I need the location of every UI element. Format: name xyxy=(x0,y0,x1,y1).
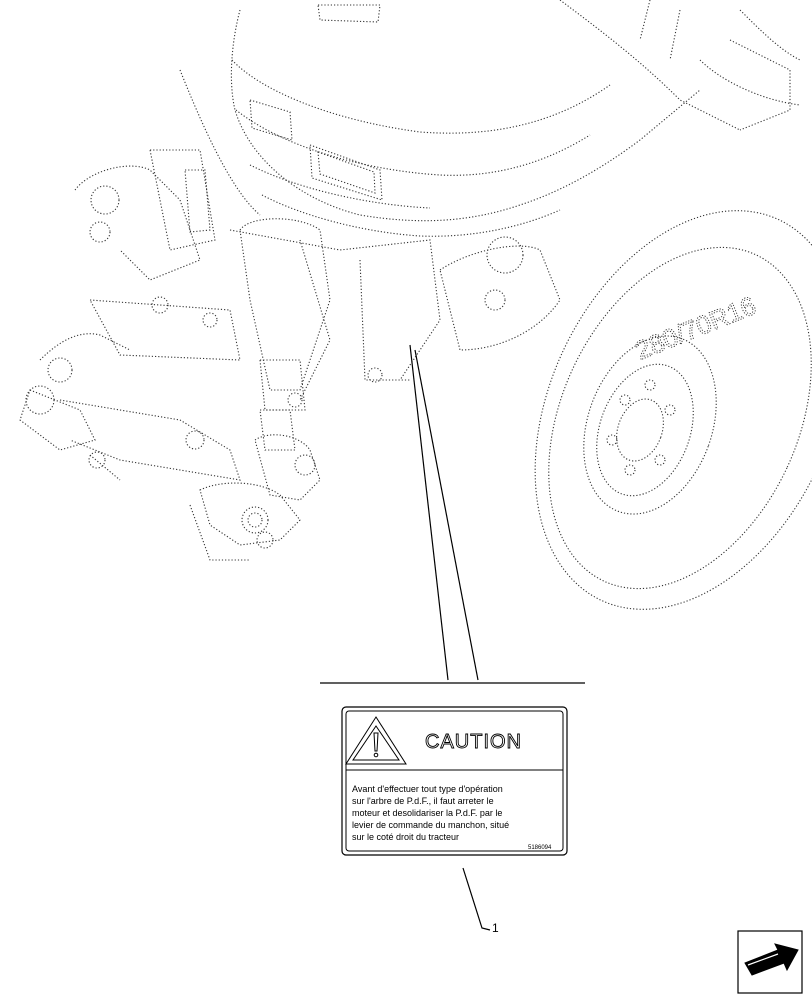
decal-line-3: moteur et desolidariser la P.d.F. par le xyxy=(352,808,502,818)
callout-number: 1 xyxy=(492,921,499,935)
decal-line-1: Avant d'effectuer tout type d'opération xyxy=(352,784,503,794)
callout-1: 1 xyxy=(462,867,499,935)
decal-heading: CAUTION xyxy=(425,731,522,753)
tractor-illustration: 280/70R16 xyxy=(19,0,812,610)
warning-triangle-icon xyxy=(345,716,407,765)
leader-lines xyxy=(320,344,585,684)
next-page-arrow-icon[interactable] xyxy=(737,930,803,994)
decal-line-4: levier de commande du manchon, situé xyxy=(352,820,509,830)
caution-decal: CAUTION Avant d'effectuer tout type d'op… xyxy=(341,706,568,856)
decal-part-number: 5186094 xyxy=(528,845,552,851)
decal-line-5: sur le coté droit du tracteur xyxy=(352,832,459,842)
tire-size-marking: 280/70R16 xyxy=(631,290,760,365)
decal-line-2: sur l'arbre de P.d.F., il faut arreter l… xyxy=(352,796,494,806)
